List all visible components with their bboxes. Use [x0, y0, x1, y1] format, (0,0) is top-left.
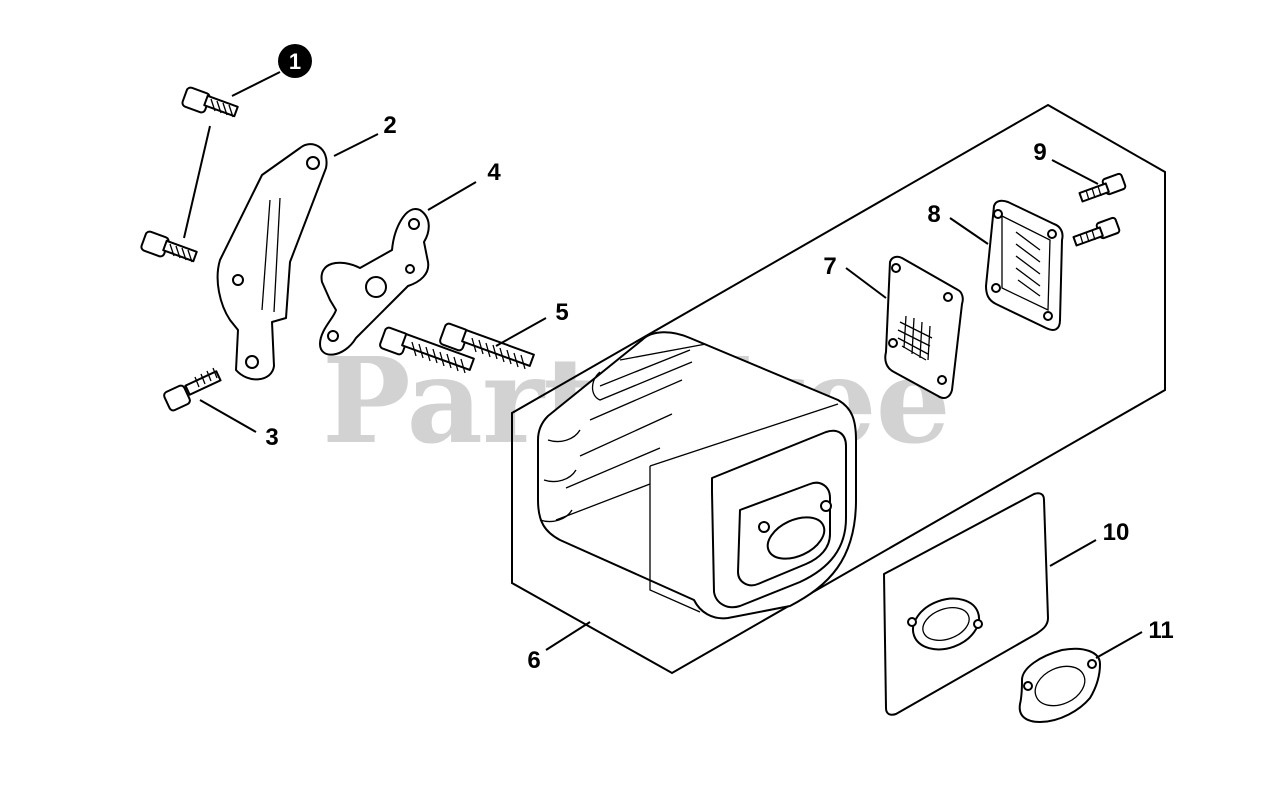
leader-10 [1049, 539, 1097, 567]
part-8-cover[interactable] [985, 199, 1064, 331]
part-4-plate[interactable] [319, 208, 430, 356]
callout-3[interactable]: 3 [265, 424, 278, 451]
callout-2[interactable]: 2 [383, 112, 396, 139]
callout-8[interactable]: 8 [927, 201, 940, 228]
leader-9 [1051, 159, 1099, 185]
leader-8 [949, 217, 989, 245]
part-2-bracket[interactable] [216, 143, 328, 381]
callout-5[interactable]: 5 [555, 299, 568, 326]
part-1-link-line [183, 125, 211, 239]
leader-5 [495, 317, 547, 347]
leader-1 [231, 71, 281, 97]
leader-3 [199, 399, 257, 433]
callout-11[interactable]: 11 [1148, 617, 1173, 644]
part-6-muffler[interactable] [537, 331, 857, 620]
callout-1-label: 1 [289, 49, 301, 74]
kit-outline [511, 103, 1166, 675]
part-5-bolt-right[interactable] [439, 322, 535, 370]
callout-10[interactable]: 10 [1103, 519, 1130, 546]
callout-7[interactable]: 7 [823, 253, 836, 280]
leader-7 [845, 267, 887, 299]
part-11-gasket[interactable] [1018, 647, 1101, 723]
part-1-screw-upper[interactable] [181, 86, 239, 118]
part-9-screw-upper[interactable] [1078, 172, 1127, 203]
part-10-gasket[interactable] [883, 492, 1049, 716]
callout-1[interactable]: 1 [278, 44, 312, 78]
callout-6[interactable]: 6 [527, 647, 540, 674]
callout-1-badge [278, 44, 312, 78]
part-1-screw-lower[interactable] [140, 230, 198, 263]
part-9-screw-lower[interactable] [1072, 216, 1121, 247]
part-7-spark-screen[interactable] [884, 255, 964, 399]
callout-9[interactable]: 9 [1033, 139, 1046, 166]
leader-2 [333, 133, 379, 157]
part-5-bolt-left[interactable] [379, 326, 475, 374]
leader-6 [545, 621, 591, 651]
part-3-screw[interactable] [163, 367, 222, 412]
leader-4 [427, 181, 477, 211]
leader-lines [199, 71, 1143, 659]
leader-11 [1095, 631, 1143, 659]
callout-4[interactable]: 4 [487, 159, 501, 186]
